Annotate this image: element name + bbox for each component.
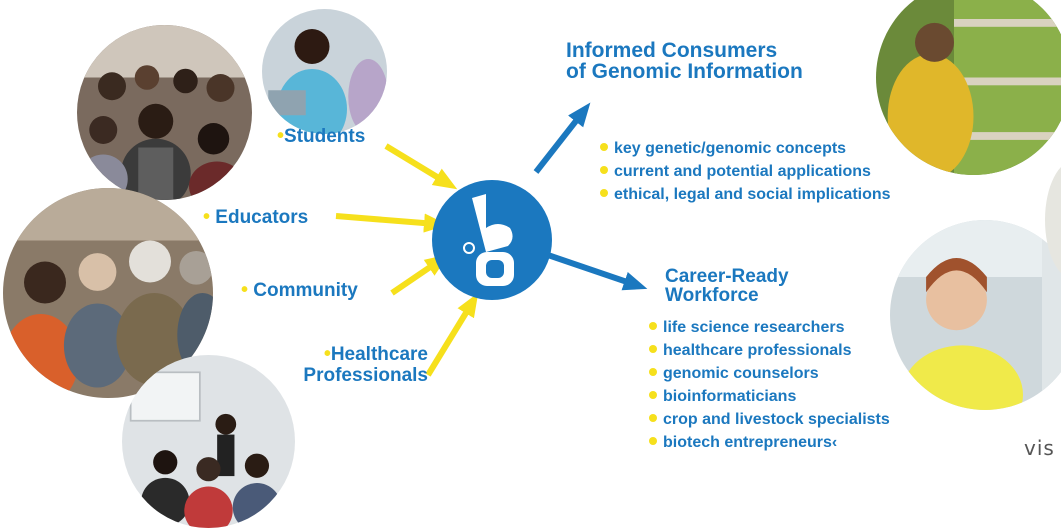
arrow-to-consumers <box>533 102 591 174</box>
audience-healthcare-line2: Professionals <box>303 365 428 386</box>
workforce-heading-line1: Career-Ready <box>665 266 789 287</box>
audience-community-label: Community <box>253 280 358 301</box>
consumers-heading: Informed Consumers of Genomic Informatio… <box>566 40 803 82</box>
photo-partial-edge <box>1045 160 1061 280</box>
list-item: biotech entrepreneurs‹ <box>649 431 890 454</box>
workforce-list: life science researchers healthcare prof… <box>649 316 890 454</box>
list-item: key genetic/genomic concepts <box>600 137 891 160</box>
audience-educators: • Educators <box>203 206 309 229</box>
list-item: bioinformaticians <box>649 385 890 408</box>
audience-students: •Students <box>277 125 366 148</box>
list-item: life science researchers <box>649 316 890 339</box>
list-item: crop and livestock specialists <box>649 408 890 431</box>
photo-grocery-shopper <box>876 0 1061 175</box>
arrow-students <box>384 143 458 190</box>
workforce-heading: Career-Ready Workforce <box>665 267 789 305</box>
bullet-dot: • <box>241 279 249 301</box>
visit-text: vis <box>1024 436 1055 460</box>
arrow-educators <box>335 213 448 233</box>
list-item: current and potential applications <box>600 160 891 183</box>
consumers-heading-line2: of Genomic Information <box>566 60 803 83</box>
arrow-to-workforce <box>544 251 648 291</box>
ba-logo-icon <box>432 180 552 300</box>
audience-community: • Community <box>241 279 358 302</box>
consumers-heading-line1: Informed Consumers <box>566 39 778 62</box>
audience-healthcare-line1: Healthcare <box>330 344 428 365</box>
list-item: ethical, legal and social implications <box>600 183 891 206</box>
list-item: healthcare professionals <box>649 339 890 362</box>
consumers-list: key genetic/genomic concepts current and… <box>600 137 891 206</box>
audience-students-label: Students <box>284 126 366 147</box>
workforce-heading-line2: Workforce <box>665 285 759 306</box>
photo-classroom <box>122 355 295 528</box>
list-item: genomic counselors <box>649 362 890 385</box>
bullet-dot: • <box>323 343 331 365</box>
arrow-community <box>390 254 449 296</box>
arrow-healthcare <box>425 292 479 377</box>
bullet-dot: • <box>277 125 285 147</box>
bullet-dot: • <box>203 206 211 228</box>
audience-educators-label: Educators <box>215 207 309 228</box>
audience-healthcare: •Healthcare Professionals <box>274 343 428 387</box>
